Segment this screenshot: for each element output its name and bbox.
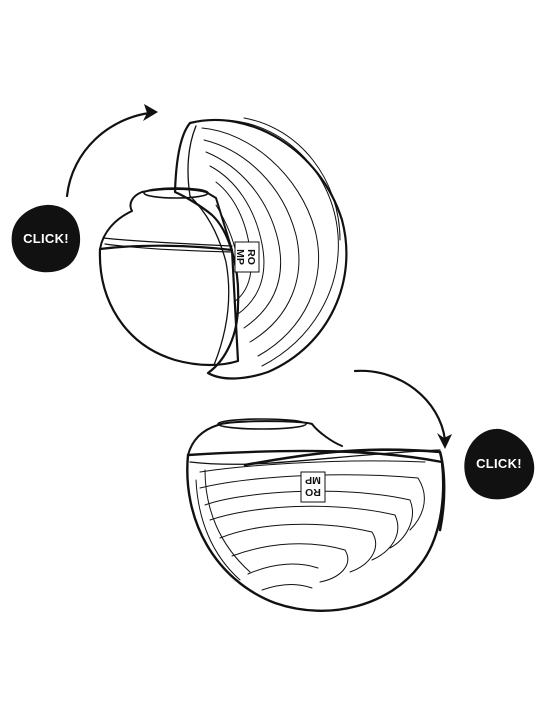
click-badge-top: CLICK! <box>11 204 81 273</box>
click-badge-bottom: CLICK! <box>464 428 535 500</box>
bottom-curved-arrow <box>353 369 452 449</box>
romp-logo-top: RO MP <box>234 241 260 273</box>
device-closed: RO MP <box>186 418 446 612</box>
logo-bottom-line1: RO <box>305 486 321 498</box>
click-badge-bottom-label: CLICK! <box>476 456 522 471</box>
logo-top-line2: MP <box>234 249 246 265</box>
shell-grain-lines-top <box>201 117 341 367</box>
romp-logo-bottom: RO MP <box>300 471 326 503</box>
logo-bottom-line2: MP <box>305 474 321 486</box>
device-open: RO MP <box>98 117 348 380</box>
logo-top-line1: RO <box>245 249 257 265</box>
shell-grain-lines-bottom <box>195 460 426 591</box>
top-curved-arrow <box>65 104 158 198</box>
click-badge-top-label: CLICK! <box>23 231 69 246</box>
